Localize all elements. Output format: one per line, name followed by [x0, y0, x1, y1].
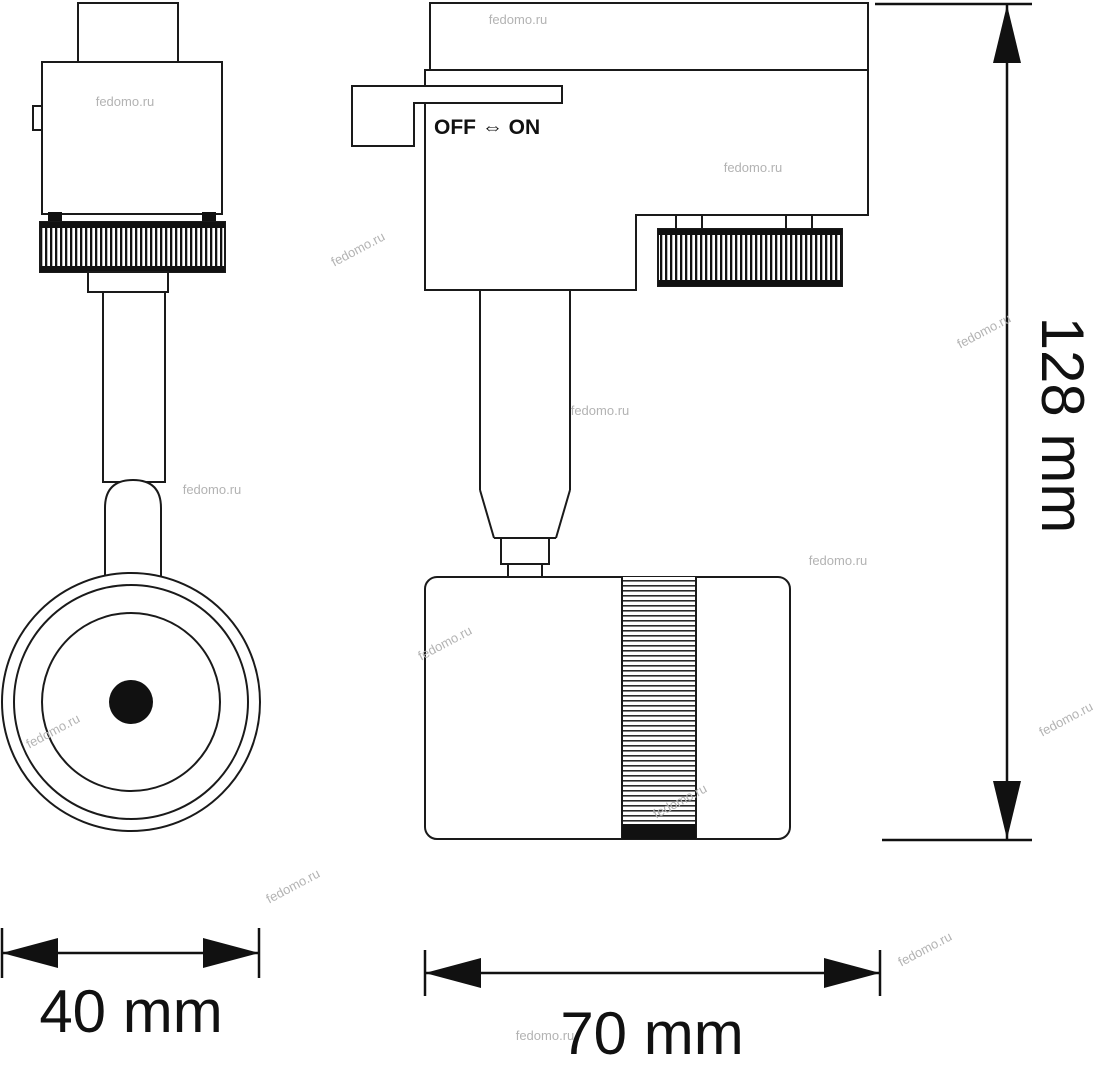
side-knob-tab-left: [675, 214, 703, 230]
watermark-text: fedomo.ru: [183, 482, 242, 497]
watermark-text: fedomo.ru: [516, 1028, 575, 1043]
side-knob-bottom-bar: [658, 280, 842, 286]
switch-label: OFF ⇔ ON: [434, 116, 540, 139]
front-pivot-bracket: [104, 478, 162, 585]
side-knob-tab-right: [785, 214, 813, 230]
front-side-notch: [32, 105, 43, 131]
watermark-text: fedomo.ru: [489, 12, 548, 27]
front-tab-left: [48, 212, 62, 222]
front-adapter-body: [41, 61, 223, 215]
side-adapter-body: [424, 2, 869, 291]
side-stem-taper-left: [479, 489, 495, 539]
front-led-dot: [109, 680, 153, 724]
watermark-text: fedomo.ru: [724, 160, 783, 175]
side-band-bottom-bar: [622, 824, 696, 839]
side-lamp-body: [424, 576, 791, 840]
front-knurl-top-bar: [40, 222, 225, 228]
side-switch-lever: [351, 85, 563, 147]
front-tab-right: [202, 212, 216, 222]
front-lens-inner-circle: [41, 612, 221, 792]
dim128-arrow-bottom: [993, 781, 1021, 839]
side-knurled-knob: [657, 228, 843, 287]
side-neck-collar: [507, 563, 543, 578]
dimension-front-width: 40 mm: [0, 928, 261, 1045]
front-width-label: 40 mm: [39, 978, 222, 1045]
front-lens-rim-circle: [13, 584, 249, 820]
watermark-text: fedomo.ru: [264, 866, 323, 907]
dim40-arrow-right: [203, 938, 259, 968]
dim128-arrow-top: [993, 5, 1021, 63]
side-knob-top-bar: [658, 229, 842, 235]
watermark-text: fedomo.ru: [955, 311, 1014, 352]
watermark-text: fedomo.ru: [1037, 699, 1096, 740]
watermark-text: fedomo.ru: [809, 553, 868, 568]
dim70-arrow-right: [824, 958, 880, 988]
dimension-height: 128 mm: [875, 2, 1096, 842]
front-track-plug: [77, 2, 179, 63]
side-neck-block: [500, 537, 550, 565]
front-connector-step: [87, 271, 169, 293]
side-view: OFF ⇔ ON: [351, 2, 869, 840]
watermark-text: fedomo.ru: [329, 229, 388, 270]
dim70-arrow-left: [425, 958, 481, 988]
watermark-text: fedomo.ru: [896, 929, 955, 970]
front-knurled-ring: [39, 221, 226, 273]
side-stem-taper-right: [555, 489, 571, 539]
front-knurl-bottom-bar: [40, 266, 225, 272]
watermark-text: fedomo.ru: [571, 403, 630, 418]
side-width-label: 70 mm: [560, 1000, 743, 1066]
dimension-side-width: 70 mm: [423, 950, 882, 1066]
front-stem: [102, 291, 166, 483]
height-label: 128 mm: [1029, 317, 1096, 534]
side-body-knurl-band: [622, 577, 696, 839]
dim40-arrow-left: [2, 938, 58, 968]
watermark-text: fedomo.ru: [96, 94, 155, 109]
front-view: [1, 2, 261, 832]
